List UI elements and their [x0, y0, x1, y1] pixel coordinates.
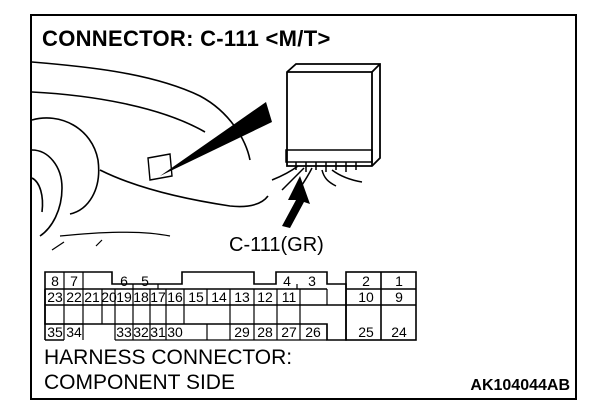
pin-14: 14: [211, 289, 227, 305]
pin-16: 16: [167, 289, 183, 305]
pin-25: 25: [358, 324, 374, 340]
pin-10: 10: [358, 289, 374, 305]
connector-label: C-111(GR): [229, 234, 324, 256]
footer-line-1: HARNESS CONNECTOR:: [44, 346, 293, 369]
pin-8: 8: [51, 273, 59, 289]
pin-13: 13: [234, 289, 250, 305]
pin-27: 27: [281, 324, 297, 340]
pin-11: 11: [282, 289, 297, 305]
pin-28: 28: [257, 324, 273, 340]
pin-1: 1: [395, 273, 403, 289]
pin-17: 17: [150, 289, 166, 305]
pin-21: 21: [84, 289, 100, 305]
pin-7: 7: [70, 273, 78, 289]
pin-15: 15: [188, 289, 204, 305]
pin-30: 30: [167, 324, 183, 340]
pin-34: 34: [66, 324, 82, 340]
pin-35: 35: [47, 324, 63, 340]
pin-12: 12: [257, 289, 273, 305]
figure-code: AK104044AB: [470, 377, 570, 394]
pin-6: 6: [120, 273, 128, 289]
footer-line-2: COMPONENT SIDE: [44, 371, 235, 394]
pin-33: 33: [116, 324, 132, 340]
pin-22: 22: [66, 289, 82, 305]
pin-19: 19: [116, 289, 132, 305]
diagram-title: CONNECTOR: C-111 <M/T>: [42, 26, 331, 51]
pin-4: 4: [283, 273, 291, 289]
pin-29: 29: [234, 324, 250, 340]
pin-9: 9: [395, 289, 403, 305]
pin-5: 5: [141, 273, 149, 289]
pin-2: 2: [362, 273, 370, 289]
pin-3: 3: [308, 273, 316, 289]
pin-24: 24: [391, 324, 407, 340]
pin-26: 26: [305, 324, 321, 340]
pin-31: 31: [150, 324, 166, 340]
pin-32: 32: [133, 324, 149, 340]
pin-20: 20: [101, 289, 117, 305]
pin-23: 23: [47, 289, 63, 305]
pin-18: 18: [133, 289, 149, 305]
